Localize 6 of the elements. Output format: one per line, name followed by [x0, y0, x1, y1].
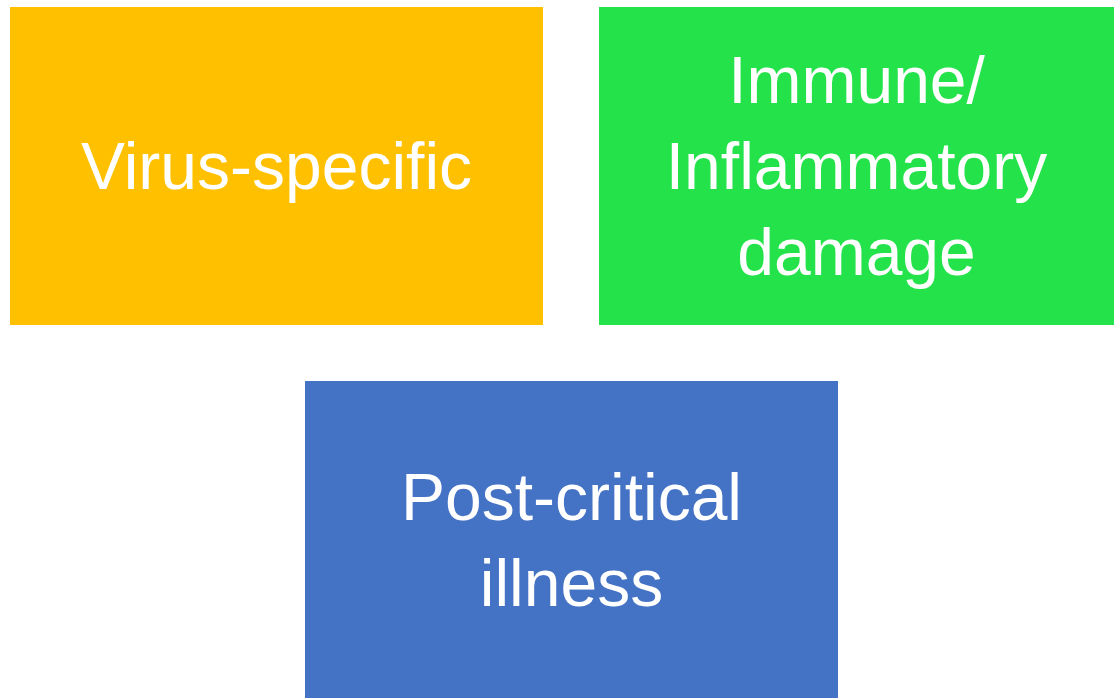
category-box — [305, 381, 838, 698]
box-label: Post-critical illness — [399, 458, 744, 622]
category-box — [599, 7, 1114, 325]
category-box — [10, 7, 543, 325]
box-label: Virus-specific — [80, 128, 473, 205]
box-label: Immune/ Inflammatory damage — [664, 42, 1049, 291]
